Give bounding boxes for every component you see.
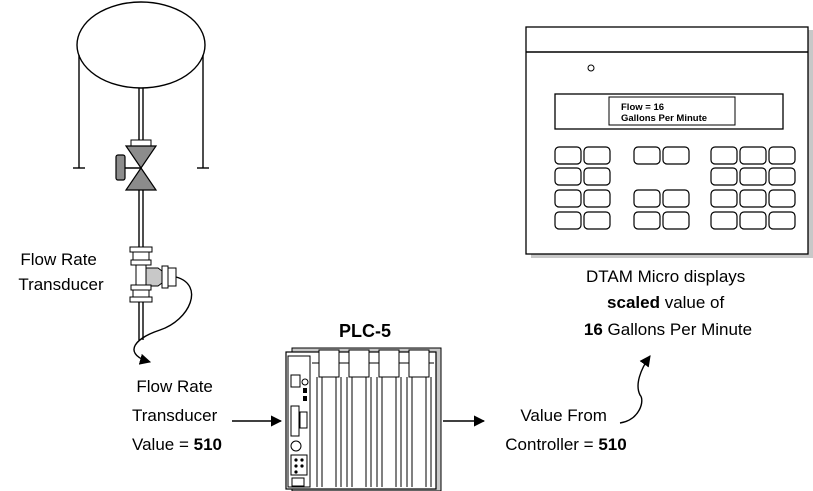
pipe xyxy=(138,88,144,340)
arrow-to-dtam xyxy=(619,355,651,424)
controller-value-label: Value From Controller = 510 xyxy=(505,406,626,454)
dtam-caption: DTAM Micro displays scaled value of 16 G… xyxy=(584,267,752,339)
dtam-keypad xyxy=(554,146,796,230)
storage-tank xyxy=(73,1,209,169)
valve-icon xyxy=(115,139,158,191)
plc5-rack xyxy=(285,347,442,491)
dtam-display-text: Flow = 16 Gallons Per Minute xyxy=(621,102,707,124)
transducer-value-label: Flow Rate Transducer Value = 510 xyxy=(132,377,222,454)
signal-wire xyxy=(133,276,193,365)
flow-transducer-icon xyxy=(129,246,177,303)
plc-title: PLC-5 xyxy=(339,321,391,341)
transducer-label: Flow Rate Transducer xyxy=(18,250,104,294)
